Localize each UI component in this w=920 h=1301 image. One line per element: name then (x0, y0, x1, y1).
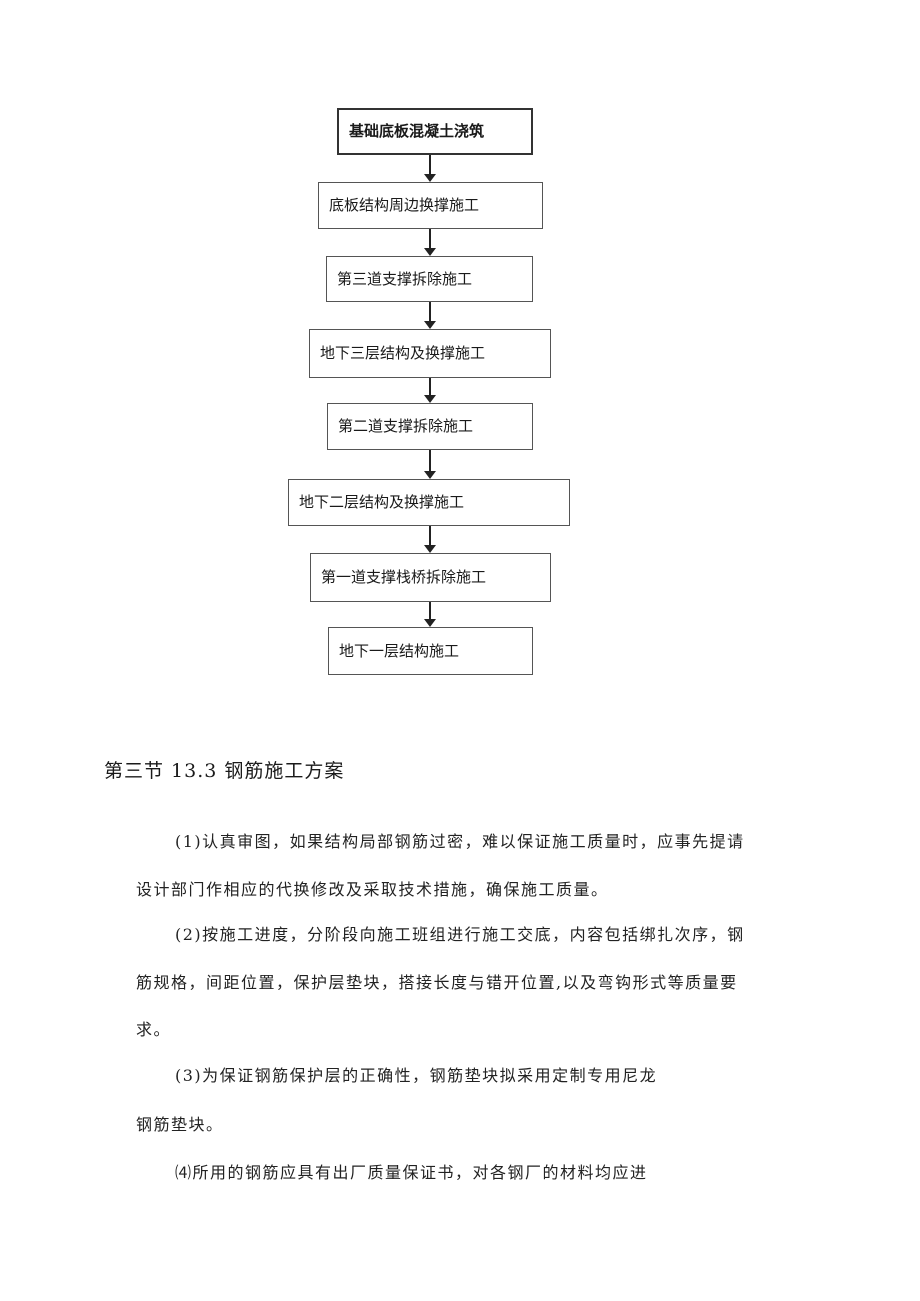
flow-arrow-6 (424, 526, 436, 553)
flow-arrow-1 (424, 155, 436, 182)
flow-arrow-3 (424, 302, 436, 329)
flow-arrow-4 (424, 378, 436, 403)
flow-step-2: 底板结构周边换撑施工 (318, 182, 543, 229)
paragraph-2-line-3: 求。 (136, 1020, 172, 1039)
flow-arrow-5 (424, 450, 436, 479)
flow-step-3: 第三道支撑拆除施工 (326, 256, 533, 302)
flow-step-7: 第一道支撑栈桥拆除施工 (310, 553, 551, 602)
paragraph-2-line-2: 筋规格，间距位置，保护层垫块，搭接长度与错开位置,以及弯钩形式等质量要 (136, 973, 738, 992)
flow-step-6: 地下二层结构及换撑施工 (288, 479, 570, 526)
flow-step-8: 地下一层结构施工 (328, 627, 533, 675)
paragraph-3-line-1: (3)为保证钢筋保护层的正确性，钢筋垫块拟采用定制专用尼龙 (175, 1066, 658, 1085)
paragraph-3-line-2: 钢筋垫块。 (136, 1115, 224, 1134)
flow-step-4: 地下三层结构及换撑施工 (309, 329, 551, 378)
paragraph-1-line-1: (1)认真审图，如果结构局部钢筋过密，难以保证施工质量时，应事先提请 (175, 832, 745, 851)
flow-arrow-2 (424, 229, 436, 256)
paragraph-2-line-1: (2)按施工进度，分阶段向施工班组进行施工交底，内容包括绑扎次序，钢 (175, 925, 745, 944)
paragraph-4-line-1: ⑷所用的钢筋应具有出厂质量保证书，对各钢厂的材料均应进 (175, 1163, 648, 1182)
paragraph-1-line-2: 设计部门作相应的代换修改及采取技术措施，确保施工质量。 (136, 880, 609, 899)
flow-step-1: 基础底板混凝土浇筑 (337, 108, 533, 155)
section-title: 第三节 13.3 钢筋施工方案 (104, 760, 345, 782)
flow-step-5: 第二道支撑拆除施工 (327, 403, 533, 450)
flow-arrow-7 (424, 602, 436, 627)
